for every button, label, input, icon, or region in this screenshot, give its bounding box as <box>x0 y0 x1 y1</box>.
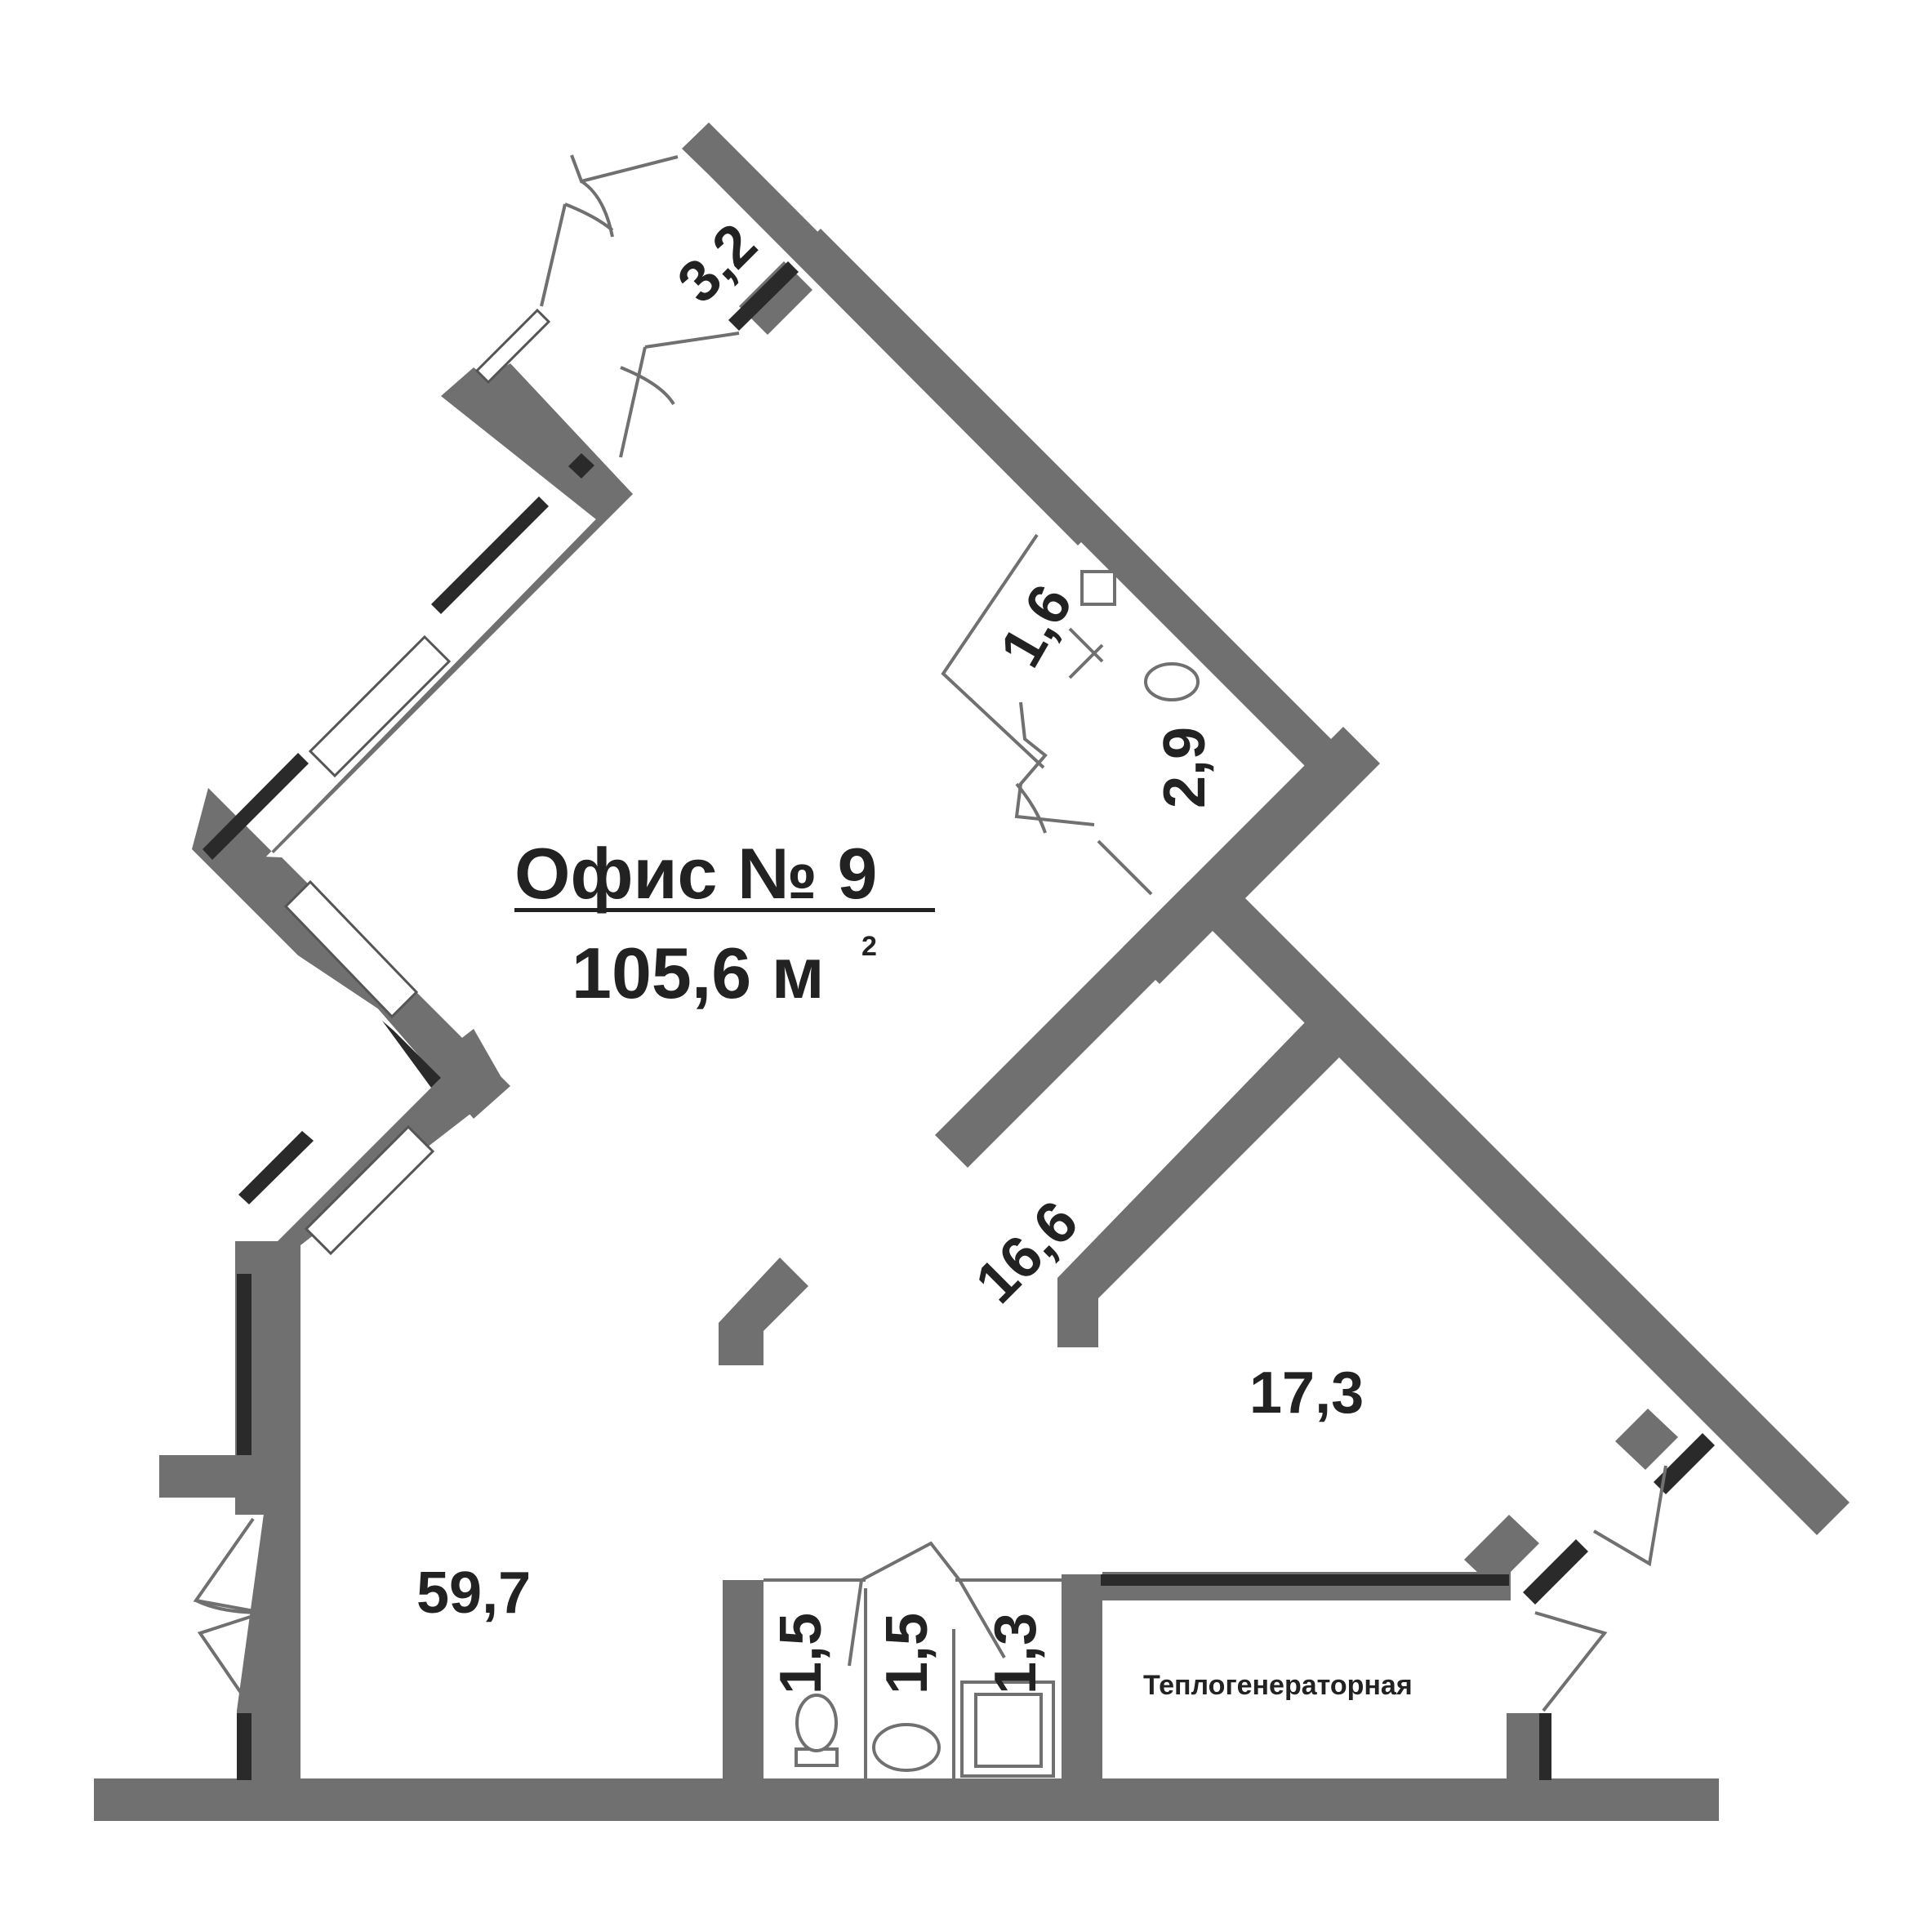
title-underline <box>514 908 935 912</box>
room-label-right: 17,3 <box>1249 1360 1364 1426</box>
toilet-top-icon <box>1080 570 1116 606</box>
office-title: Офис № 9 <box>514 833 877 914</box>
room-label-wc-top: 1,6 <box>988 574 1085 678</box>
toilet-bowl-icon <box>795 1694 838 1752</box>
room-label-shower: 1,3 <box>983 1613 1048 1694</box>
windows <box>283 308 551 1256</box>
fixtures <box>795 570 1200 1778</box>
room-label-washroom-top: 2,9 <box>1152 727 1218 808</box>
sink-top-icon <box>1144 662 1200 701</box>
room-label-wc-a: 1,5 <box>768 1613 834 1694</box>
room-label-wc-b: 1,5 <box>875 1613 940 1694</box>
room-label-boiler: Теплогенераторная <box>1143 1670 1413 1701</box>
wall-edges <box>203 261 1715 1780</box>
doors <box>193 154 1667 1778</box>
office-area: 105,6 м <box>572 933 825 1013</box>
sink-icon <box>872 1723 941 1772</box>
room-label-main-hall: 59,7 <box>416 1560 531 1626</box>
area-superscript: 2 <box>861 931 877 962</box>
